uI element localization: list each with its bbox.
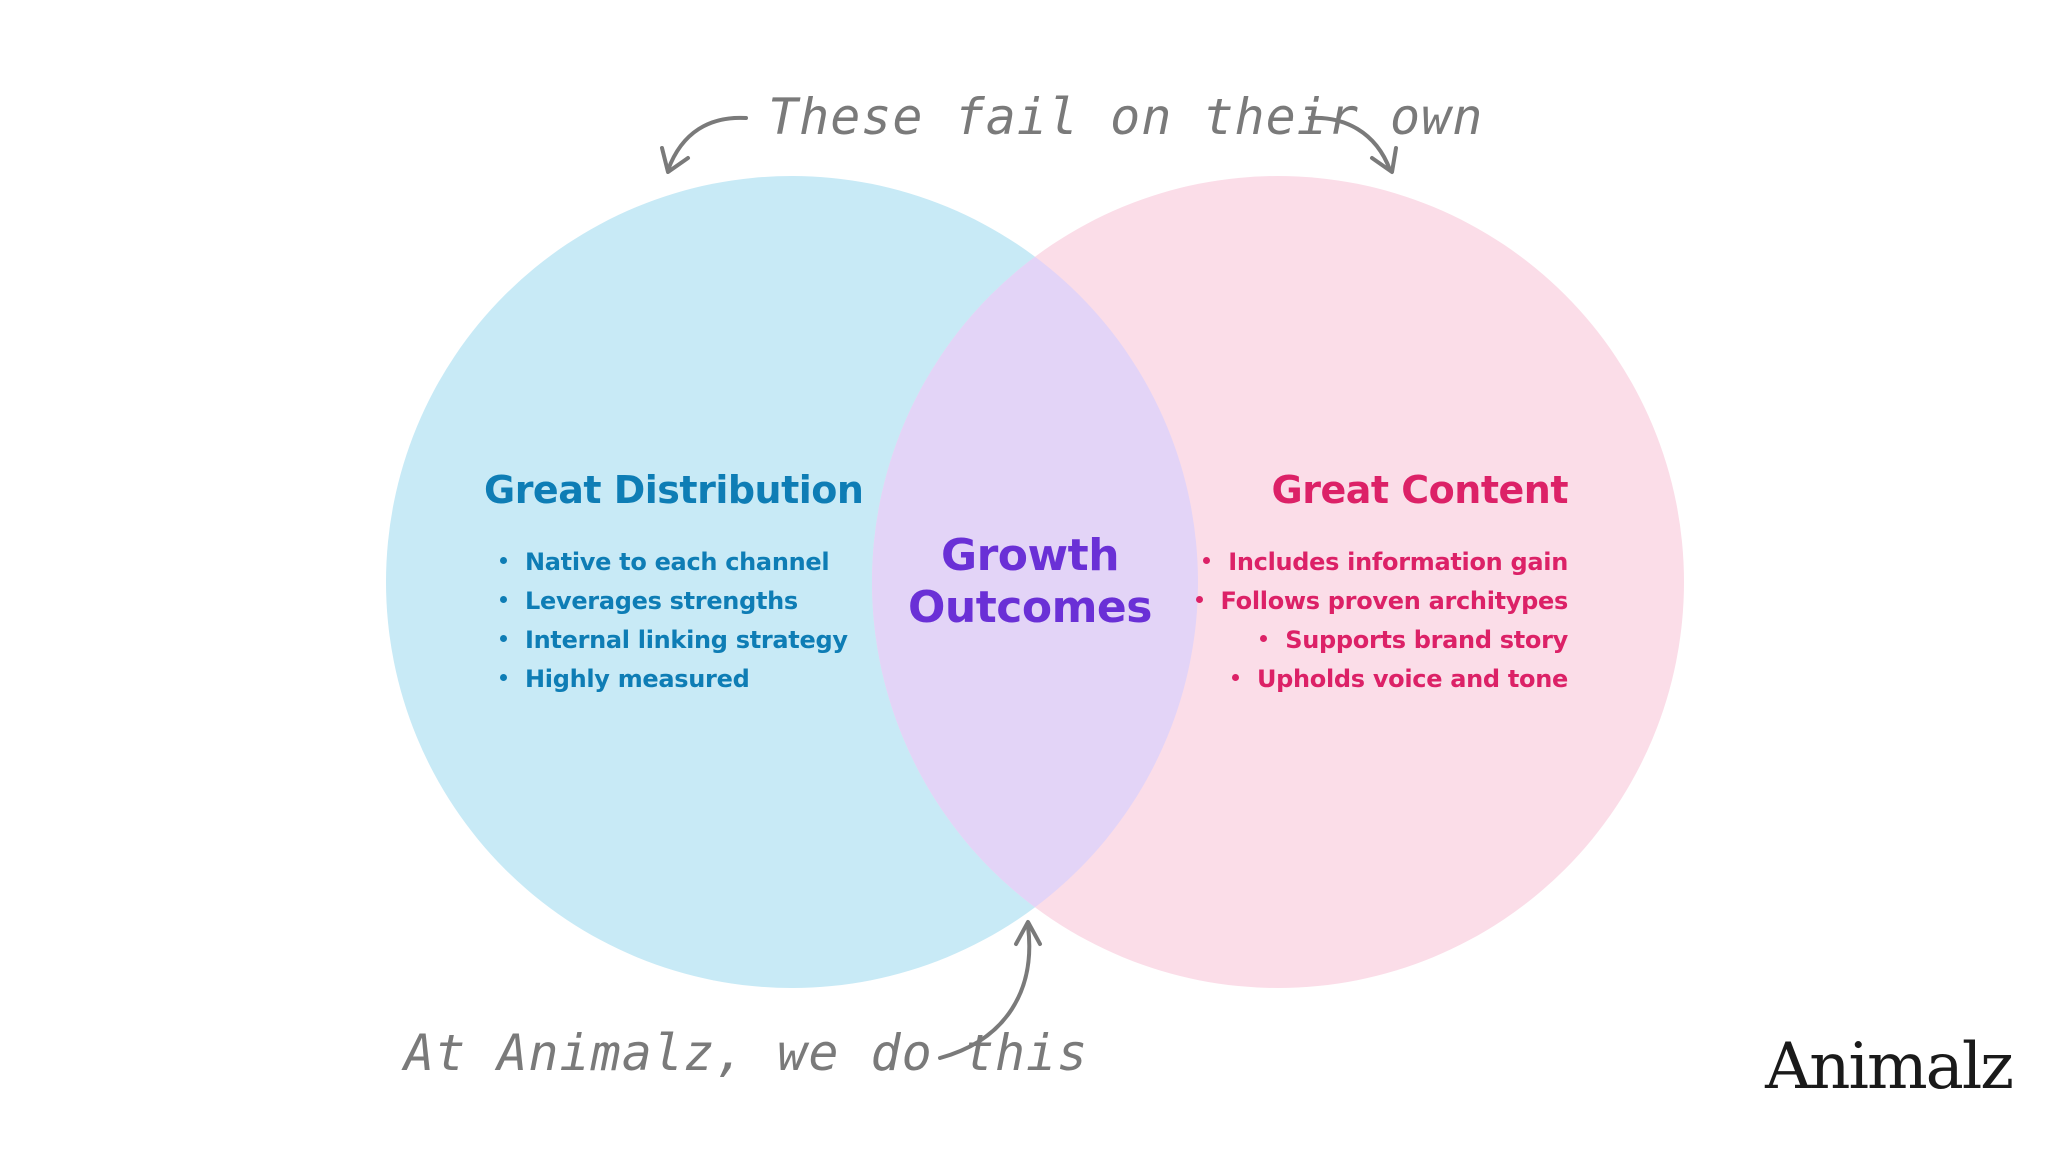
content-title: Great Content: [1271, 468, 1569, 512]
bullet-icon: [500, 634, 507, 642]
bullet-icon: [500, 556, 507, 564]
curved-arrow-up-icon: [938, 920, 1042, 1060]
top-caption: These fail on their own: [768, 88, 1484, 146]
bullet-icon: [1260, 634, 1268, 642]
distribution-list-item: Highly measured: [500, 660, 848, 699]
overlap-region: [872, 176, 1198, 988]
content-item-label: Follows proven architypes: [1220, 587, 1569, 615]
bullet-icon: [1203, 556, 1211, 564]
distribution-title: Great Distribution: [484, 468, 864, 512]
content-list-item: Supports brand story: [1196, 621, 1568, 660]
curved-arrow-down-right-icon: [1308, 115, 1398, 174]
intersection-line-1: Growth: [940, 530, 1120, 581]
content-list-item: Upholds voice and tone: [1196, 660, 1568, 699]
bullet-icon: [500, 595, 507, 603]
intersection-line-2: Outcomes: [908, 582, 1152, 633]
distribution-list: Native to each channel Leverages strengt…: [500, 543, 848, 699]
distribution-list-item: Internal linking strategy: [500, 621, 848, 660]
curved-arrow-down-left-icon: [660, 115, 748, 174]
distribution-list-item: Leverages strengths: [500, 582, 848, 621]
distribution-item-label: Internal linking strategy: [525, 626, 848, 654]
bottom-caption: At Animalz, we do this: [404, 1024, 1089, 1082]
content-list: Includes information gain Follows proven…: [1195, 543, 1569, 699]
content-list-item: Includes information gain: [1196, 543, 1568, 582]
content-item-label: Includes information gain: [1228, 548, 1568, 576]
content-list-item: Follows proven architypes: [1195, 582, 1569, 621]
intersection-label: Growth Outcomes: [880, 530, 1180, 634]
distribution-list-item: Native to each channel: [500, 543, 848, 582]
bullet-icon: [500, 673, 507, 681]
content-item-label: Supports brand story: [1285, 626, 1568, 654]
animalz-logo: Animalz: [1765, 1030, 2014, 1104]
content-item-label: Upholds voice and tone: [1256, 665, 1568, 693]
distribution-item-label: Native to each channel: [525, 548, 830, 576]
distribution-item-label: Leverages strengths: [525, 587, 798, 615]
distribution-item-label: Highly measured: [525, 665, 750, 693]
bullet-icon: [1231, 673, 1239, 681]
bullet-icon: [1195, 595, 1203, 603]
